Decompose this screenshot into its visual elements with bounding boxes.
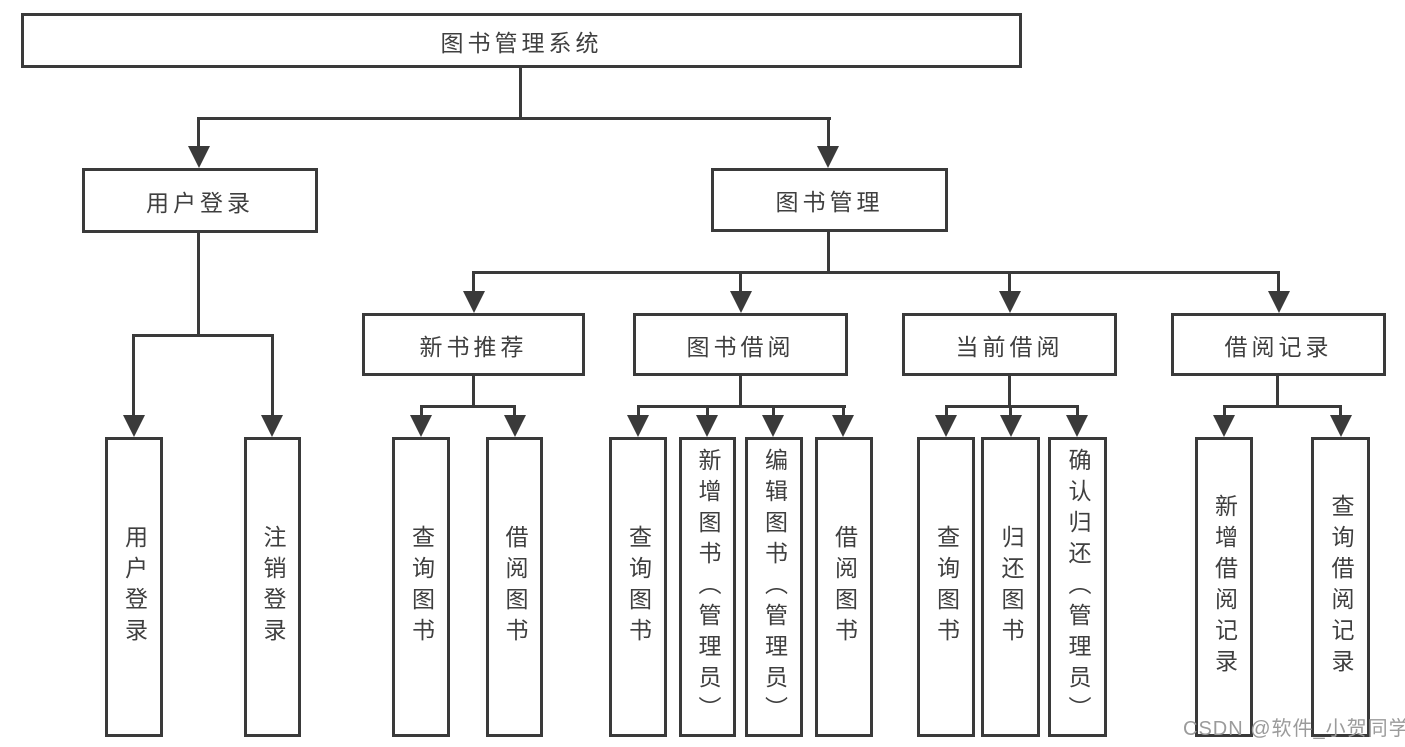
connector-line <box>827 117 830 151</box>
connector-line <box>513 405 516 419</box>
arrowhead-icon <box>188 146 210 168</box>
connector-line <box>1223 405 1342 408</box>
arrowhead-icon <box>1213 415 1235 437</box>
connector-line <box>1277 271 1280 295</box>
connector-line <box>739 376 742 407</box>
arrowhead-icon <box>935 415 957 437</box>
connector-line <box>271 334 274 419</box>
node-root: 图书管理系统 <box>21 13 1022 68</box>
leaf-query-books-borrow: 查询图书 <box>609 437 667 737</box>
connector-line <box>842 405 845 419</box>
leaf-logout: 注销登录 <box>244 437 301 737</box>
node-current-borrow: 当前借阅 <box>902 313 1117 376</box>
connector-line <box>945 405 1079 408</box>
leaf-return-books: 归还图书 <box>981 437 1040 737</box>
arrowhead-icon <box>1268 291 1290 313</box>
connector-line <box>1276 376 1279 407</box>
connector-line <box>472 376 475 407</box>
connector-line <box>945 405 948 419</box>
connector-line <box>420 405 423 419</box>
node-user-login: 用户登录 <box>82 168 318 233</box>
arrowhead-icon <box>123 415 145 437</box>
arrowhead-icon <box>463 291 485 313</box>
connector-line <box>1009 405 1012 419</box>
connector-line <box>1008 376 1011 407</box>
connector-line <box>420 405 516 408</box>
arrowhead-icon <box>832 415 854 437</box>
leaf-query-books-current: 查询图书 <box>917 437 975 737</box>
connector-line <box>472 271 1280 274</box>
arrowhead-icon <box>261 415 283 437</box>
node-book-borrow: 图书借阅 <box>633 313 848 376</box>
connector-line <box>1339 405 1342 419</box>
leaf-add-borrow-record: 新增借阅记录 <box>1195 437 1253 737</box>
connector-line <box>827 232 830 273</box>
arrowhead-icon <box>1066 415 1088 437</box>
connector-line <box>197 117 200 151</box>
node-book-management: 图书管理 <box>711 168 948 232</box>
connector-line <box>1223 405 1226 419</box>
arrowhead-icon <box>627 415 649 437</box>
connector-line <box>197 233 200 336</box>
connector-line <box>472 271 475 295</box>
connector-line <box>637 405 846 408</box>
leaf-borrow-books-recommend: 借阅图书 <box>486 437 543 737</box>
leaf-add-book-admin: 新增图书（管理员） <box>679 437 736 737</box>
arrowhead-icon <box>504 415 526 437</box>
connector-line <box>1076 405 1079 419</box>
connector-line <box>198 117 831 120</box>
arrowhead-icon <box>730 291 752 313</box>
leaf-confirm-return-admin: 确认归还（管理员） <box>1048 437 1107 737</box>
connector-line <box>706 405 709 419</box>
node-borrow-records: 借阅记录 <box>1171 313 1386 376</box>
node-new-book-recommend: 新书推荐 <box>362 313 585 376</box>
connector-line <box>133 334 274 337</box>
arrowhead-icon <box>999 291 1021 313</box>
leaf-user-login: 用户登录 <box>105 437 163 737</box>
connector-line <box>132 334 135 419</box>
connector-line <box>772 405 775 419</box>
arrowhead-icon <box>410 415 432 437</box>
arrowhead-icon <box>762 415 784 437</box>
connector-line <box>1008 271 1011 295</box>
arrowhead-icon <box>1000 415 1022 437</box>
arrowhead-icon <box>817 146 839 168</box>
connector-line <box>739 271 742 295</box>
leaf-edit-book-admin: 编辑图书（管理员） <box>745 437 803 737</box>
arrowhead-icon <box>1330 415 1352 437</box>
leaf-borrow-books: 借阅图书 <box>815 437 873 737</box>
connector-line <box>519 68 522 119</box>
connector-line <box>637 405 640 419</box>
leaf-query-books-recommend: 查询图书 <box>392 437 450 737</box>
watermark: CSDN @软件_小贺同学 <box>1183 718 1405 740</box>
arrowhead-icon <box>696 415 718 437</box>
leaf-query-borrow-record: 查询借阅记录 <box>1311 437 1370 737</box>
